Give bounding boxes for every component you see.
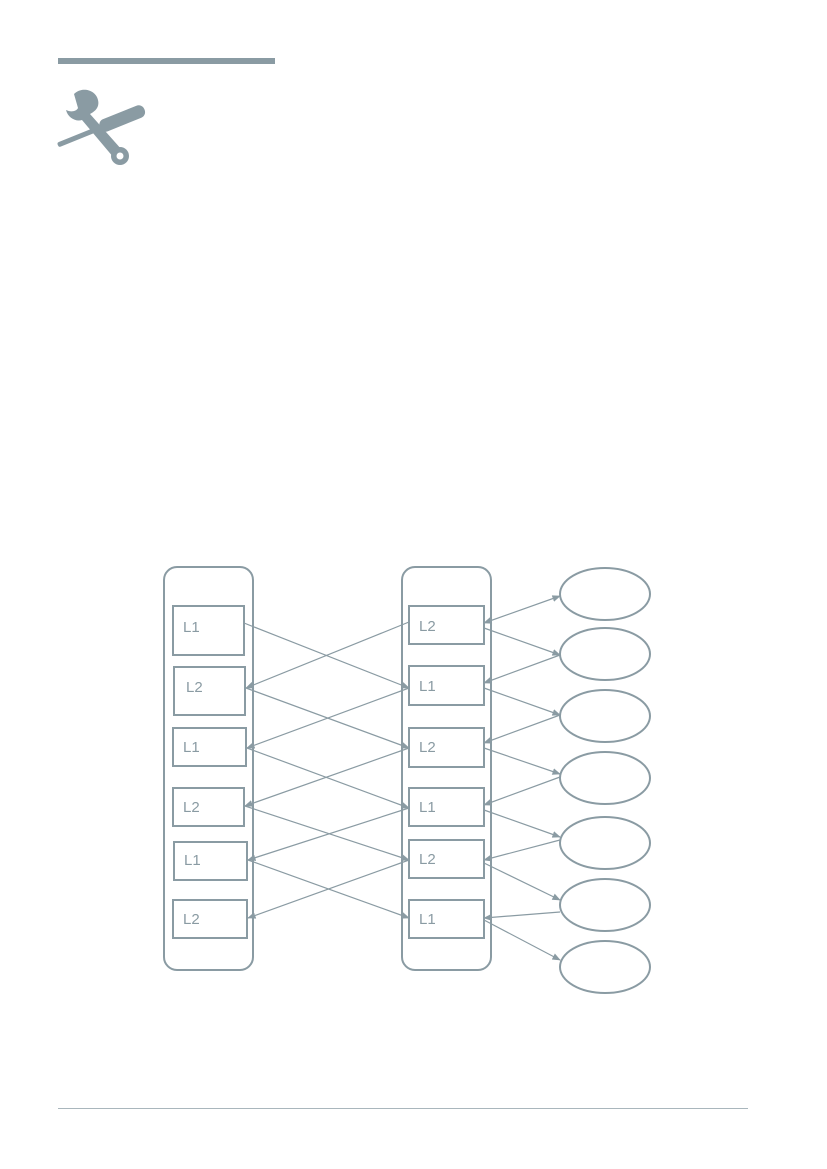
middle-box-2-label: L1 [419,678,436,695]
left-box-6-label: L2 [183,911,200,928]
left-box-2: L2 [173,666,246,716]
link-m1-e2 [483,627,561,656]
left-box-1-label: L1 [183,619,200,636]
header-rule [58,58,275,64]
middle-box-1: L2 [408,605,485,645]
right-node-3 [559,689,651,743]
link-m1-e1 [483,595,561,624]
link-m5-to-l6 [247,859,410,919]
left-column-container [163,566,254,971]
middle-box-1-label: L2 [419,618,436,635]
link-m2-e2 [483,654,561,684]
left-box-3: L1 [172,727,247,767]
link-m1-to-l2 [245,621,410,689]
footer-rule [58,1108,748,1109]
middle-box-6-label: L1 [419,911,436,928]
middle-box-4: L1 [408,787,485,827]
left-box-4: L2 [172,787,245,827]
middle-box-6: L1 [408,899,485,939]
middle-box-3-label: L2 [419,739,436,756]
right-node-2 [559,627,651,681]
left-box-1: L1 [172,605,245,656]
link-m5-e6 [483,862,561,901]
left-box-5-label: L1 [184,852,201,869]
left-box-3-label: L1 [183,739,200,756]
link-m5-e5 [483,839,561,862]
right-node-7 [559,940,651,994]
link-m3-e3 [483,714,561,744]
middle-box-5: L2 [408,839,485,879]
link-m2-to-l3 [246,687,410,749]
link-l3-to-m4 [246,747,410,809]
middle-box-3: L2 [408,727,485,768]
link-m4-e4 [483,776,561,806]
right-node-5 [559,816,651,870]
middle-box-4-label: L1 [419,799,436,816]
left-box-5: L1 [173,841,248,881]
left-box-6: L2 [172,899,248,939]
right-node-4 [559,751,651,805]
link-m3-to-l4 [244,747,410,807]
link-m6-e6 [483,911,561,921]
middle-column-container [401,566,492,971]
left-box-2-label: L2 [186,679,203,696]
link-m2-e3 [483,687,561,716]
link-m3-e4 [483,747,561,775]
link-m4-e5 [483,809,561,838]
right-node-1 [559,567,651,621]
middle-box-2: L1 [408,665,485,706]
middle-box-5-label: L2 [419,851,436,868]
left-box-4-label: L2 [183,799,200,816]
link-m6-e7 [483,919,561,961]
link-l4-to-m5 [244,805,410,861]
link-m4-to-l5 [247,807,410,861]
tools-icon [57,89,146,165]
right-node-6 [559,878,651,932]
